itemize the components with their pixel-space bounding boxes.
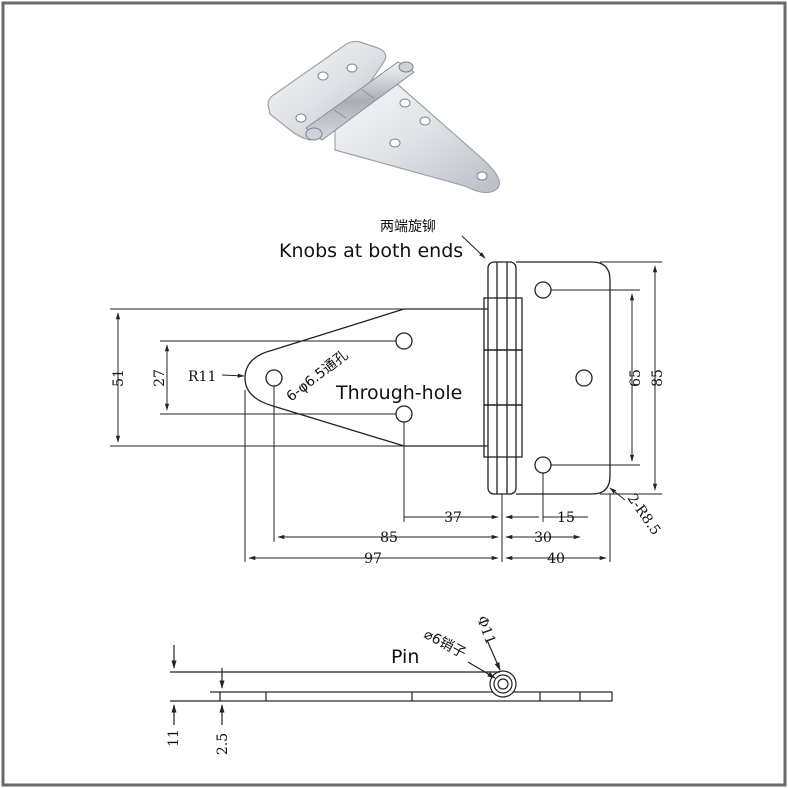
dim-30: 30 [534,530,552,546]
hinge-photo [267,40,500,194]
front-view [244,261,611,495]
dim-37: 37 [444,510,462,526]
side-view [170,639,613,725]
knobs-label-en: Knobs at both ends [279,240,463,262]
dim-97: 97 [364,551,382,567]
dimension-lines [110,235,662,562]
dim-27: 27 [152,369,168,387]
pin-diameter-label: Φ11 [473,614,498,647]
knobs-label-cn: 两端旋铆 [380,219,436,235]
r11-label: R11 [188,369,216,385]
dim-40: 40 [547,551,565,567]
corner-radius-label: 2-R8.5 [624,491,664,538]
pin-label-cn: ⌀6销子 [421,626,469,661]
through-hole-label: Through-hole [335,382,462,404]
dim-15: 15 [557,510,575,526]
dim-11-thickness: 11 [166,729,182,747]
dim-65: 65 [628,369,644,387]
dim-85-vertical: 85 [650,369,666,387]
pin-label-en: Pin [391,646,419,668]
dim-2-5-plate: 2.5 [215,733,231,755]
dim-51: 51 [111,369,127,387]
dim-85-horizontal: 85 [380,530,398,546]
